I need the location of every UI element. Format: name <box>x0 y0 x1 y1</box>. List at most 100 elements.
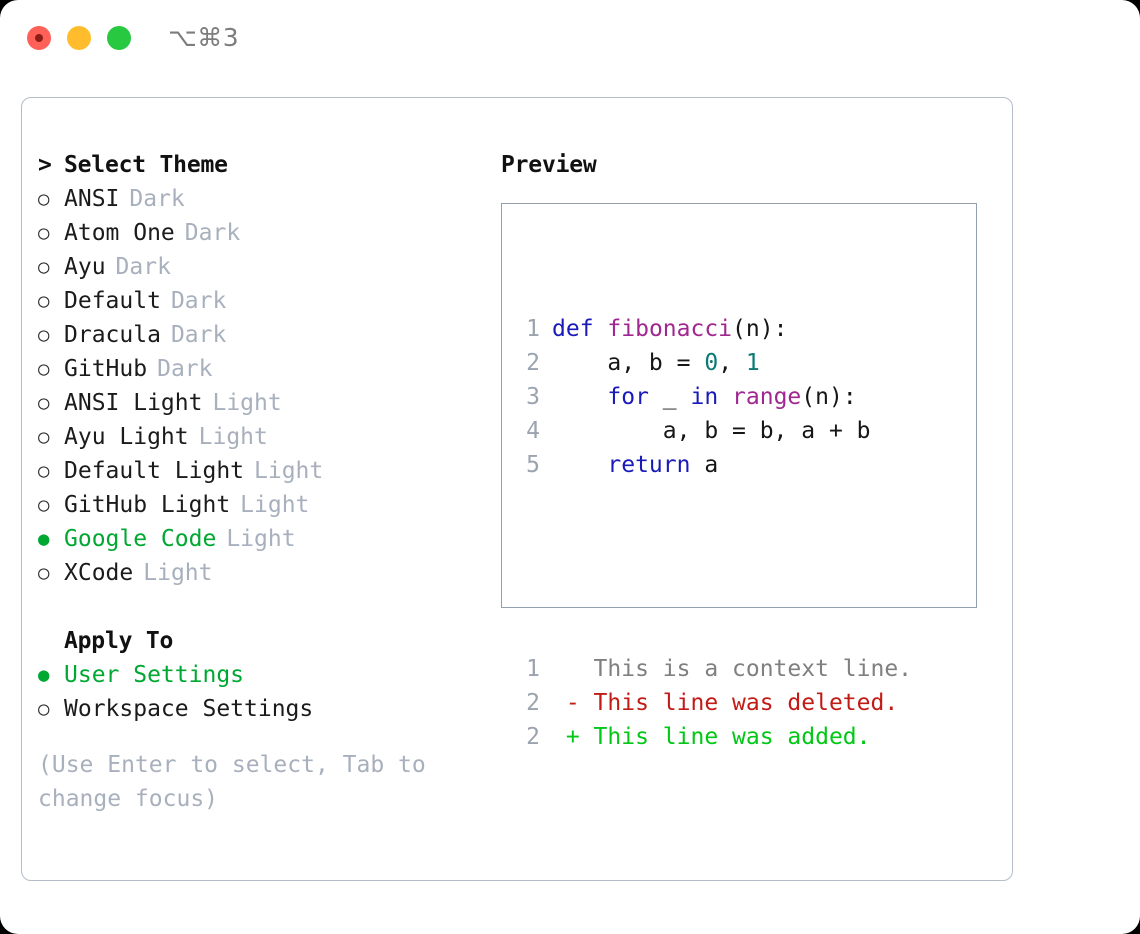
radio-unselected-icon[interactable]: ○ <box>38 494 50 516</box>
code-token: 0 <box>704 350 719 376</box>
theme-option-variant: Dark <box>170 322 227 348</box>
code-line: 3 for _ in range(n): <box>518 380 912 414</box>
radio-unselected-icon[interactable]: ○ <box>38 460 50 482</box>
apply-to-option-row[interactable]: ● User Settings <box>38 658 468 692</box>
theme-option-variant: Light <box>240 492 310 518</box>
diff-sign <box>552 656 594 682</box>
close-dot-icon[interactable] <box>27 26 51 50</box>
code-line-number: 2 <box>526 350 540 376</box>
radio-selected-icon[interactable]: ● <box>38 664 50 686</box>
theme-option-variant: Dark <box>157 356 213 382</box>
apply-to-option-label: User Settings <box>64 662 245 688</box>
prompt-caret-icon: > <box>38 152 52 178</box>
code-line-number: 5 <box>526 452 540 478</box>
apply-to-option-row[interactable]: ○ Workspace Settings <box>38 692 468 726</box>
diff-line-text: This line was added. <box>593 724 871 750</box>
apply-to-heading: Apply To <box>64 628 174 654</box>
code-token: 1 <box>745 350 760 376</box>
apply-to-option-label: Workspace Settings <box>64 696 314 722</box>
theme-option-row[interactable]: ○ Dracula Dark <box>38 318 468 352</box>
code-token: , <box>718 350 746 376</box>
code-token: range <box>732 384 802 410</box>
theme-option-label: Google Code <box>64 526 217 552</box>
theme-option-variant: Dark <box>184 220 241 246</box>
theme-option-row[interactable]: ○ Ayu Light Light <box>38 420 468 454</box>
code-token: _ <box>648 384 691 410</box>
theme-option-label: GitHub <box>64 356 148 382</box>
radio-unselected-icon[interactable]: ○ <box>38 562 50 584</box>
theme-option-variant: Light <box>198 424 268 450</box>
diff-line-number: 2 <box>526 690 540 716</box>
diff-line-number: 1 <box>526 656 540 682</box>
theme-picker-heading: Select Theme <box>64 152 228 178</box>
theme-option-label: Ayu Light <box>64 424 189 450</box>
diff-line-text: This line was deleted. <box>593 690 899 716</box>
minimize-dot-icon[interactable] <box>67 26 91 50</box>
radio-unselected-icon[interactable]: ○ <box>38 358 50 380</box>
radio-unselected-icon[interactable]: ○ <box>38 392 50 414</box>
window-title: ⌥⌘3 <box>168 23 240 52</box>
code-token: a, b = <box>552 350 705 376</box>
code-line-number: 4 <box>526 418 540 444</box>
theme-option-label: Default <box>64 288 161 314</box>
code-token: for <box>607 384 649 410</box>
theme-option-row[interactable]: ○ GitHub Dark <box>38 352 468 386</box>
code-line: 2 a, b = 0, 1 <box>518 346 912 380</box>
code-diff-spacer <box>518 550 912 584</box>
code-token: return <box>607 452 691 478</box>
keyboard-hint: (Use Enter to select, Tab to change focu… <box>38 752 440 812</box>
code-line-number: 1 <box>526 316 540 342</box>
theme-option-label: GitHub Light <box>64 492 231 518</box>
theme-picker-heading-row: > Select Theme <box>38 148 468 182</box>
theme-option-row[interactable]: ○ XCode Light <box>38 556 468 590</box>
radio-unselected-icon[interactable]: ○ <box>38 698 50 720</box>
code-line: 5 return a <box>518 448 912 482</box>
blank-marker-icon: ○ <box>38 624 64 658</box>
diff-line-number: 2 <box>526 724 540 750</box>
theme-option-label: Dracula <box>64 322 161 348</box>
theme-option-label: XCode <box>64 560 134 586</box>
theme-option-variant: Light <box>143 560 213 586</box>
radio-unselected-icon[interactable]: ○ <box>38 188 50 210</box>
diff-sign: + <box>552 724 594 750</box>
radio-unselected-icon[interactable]: ○ <box>38 324 50 346</box>
theme-option-row[interactable]: ○ GitHub Light Light <box>38 488 468 522</box>
code-token: def <box>552 316 594 342</box>
diff-line: 1 This is a context line. <box>518 652 912 686</box>
apply-to-heading-row: ○Apply To <box>38 624 468 658</box>
code-line: 1 def fibonacci(n): <box>518 312 912 346</box>
code-token: fibonacci <box>607 316 733 342</box>
radio-unselected-icon[interactable]: ○ <box>38 290 50 312</box>
code-line-number: 3 <box>526 384 540 410</box>
theme-option-row[interactable]: ○ Atom One Dark <box>38 216 468 250</box>
code-token <box>552 452 607 478</box>
radio-unselected-icon[interactable]: ○ <box>38 222 50 244</box>
radio-unselected-icon[interactable]: ○ <box>38 426 50 448</box>
radio-selected-icon[interactable]: ● <box>38 528 50 550</box>
code-token: in <box>690 384 719 410</box>
theme-option-label: Ayu <box>64 254 106 280</box>
radio-unselected-icon[interactable]: ○ <box>38 256 50 278</box>
maximize-dot-icon[interactable] <box>107 26 131 50</box>
code-token: (n): <box>732 316 788 342</box>
diff-line-text: This is a context line. <box>593 656 913 682</box>
code-token <box>718 384 732 410</box>
code-token: a, b = b, a + b <box>552 418 871 444</box>
diff-line: 2 + This line was added. <box>518 720 912 754</box>
code-token: (n): <box>801 384 857 410</box>
theme-option-label: Atom One <box>64 220 175 246</box>
